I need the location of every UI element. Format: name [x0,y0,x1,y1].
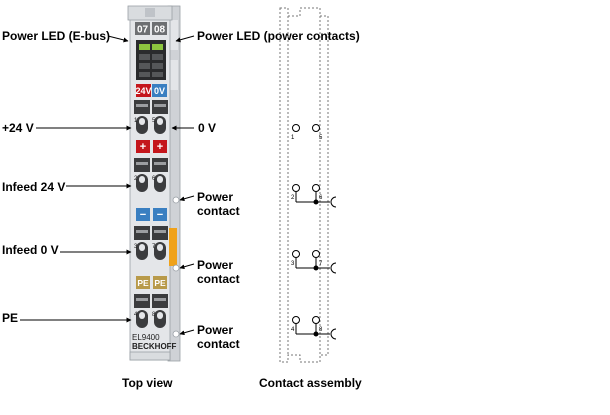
pe-badge-left [136,276,150,289]
led-power-contacts [152,44,163,50]
assembly-outline [279,7,329,363]
callout-arrows [20,35,195,336]
led-ebus [139,44,150,50]
label-infeed-24v: Infeed 24 V [2,180,66,194]
terminal-num-8: 8 [152,312,156,318]
channel-box-left [135,22,150,35]
terminal-num-2: 2 [134,176,138,182]
brand-text: BECKHOFF [132,342,177,351]
terminal-num-4: 4 [134,312,138,318]
pe-text-left: PE [137,278,149,288]
power-contact-notch-1 [172,196,180,204]
channel-number-right: 08 [154,25,166,36]
minus-sign-left: − [140,209,146,221]
badge-0v-text: 0V [154,86,165,96]
assembly-num-8: 8 [319,327,323,333]
label-pe: PE [2,311,19,325]
contact-pair-2-6: 2 6 [291,184,337,208]
label-power-led-ebus: Power LED (E-bus) [2,29,111,43]
terminal-num-6: 6 [152,176,156,182]
label-power-contact-1: Power contact [197,190,240,218]
terminal-row-2: 2 6 [134,158,168,192]
label-infeed-0v: Infeed 0 V [2,243,59,257]
arrow-power-contact-2 [179,263,195,270]
arrow-power-led-contacts [175,35,195,43]
pe-badge-right [153,276,167,289]
channel-box-right [152,22,167,35]
arrow-power-contact-1 [179,195,195,202]
arrow-power-led-ebus [107,35,129,43]
release-tab [169,228,177,266]
label-plus-24v: +24 V [2,121,34,135]
power-contact-notch-2 [172,264,180,272]
label-zero-v: 0 V [198,121,217,135]
terminal-num-1: 1 [134,118,138,124]
plus-badge-right [153,140,167,153]
badge-24v-text: 24V [135,86,151,96]
terminal-num-3: 3 [134,244,138,250]
model-text: EL9400 [132,333,160,342]
assembly-num-3: 3 [291,261,295,267]
terminal-num-5: 5 [152,118,156,124]
assembly-num-4: 4 [291,327,295,333]
assembly-num-6: 6 [319,195,323,201]
arrow-power-contact-3 [179,329,195,336]
badge-0v [152,84,167,97]
plus-sign-right: + [157,141,163,153]
caption-top-view: Top view [122,376,173,390]
terminal-row-4: 4 8 [134,294,168,328]
label-power-led-contacts: Power LED (power contacts) [197,29,360,43]
minus-badge-right [153,208,167,221]
plus-badge-left [136,140,150,153]
contact-pair-4-8: 4 8 [291,316,337,340]
channel-number-left: 07 [137,25,149,36]
badge-24v [136,84,151,97]
terminal-row-3: 3 7 [134,226,168,260]
caption-contact-assembly: Contact assembly [259,376,362,390]
contact-pair-3-7: 3 7 [291,250,337,274]
power-contact-notch-3 [172,330,180,338]
label-power-contact-3: Power contact [197,323,240,351]
contact-pair-1-5: 1 5 [291,124,323,141]
assembly-num-1: 1 [291,135,295,141]
terminal-num-7: 7 [152,244,156,250]
minus-badge-left [136,208,150,221]
assembly-num-5: 5 [319,135,323,141]
terminal-row-1: 1 5 [134,100,168,134]
contact-assembly: 1 5 2 6 3 7 [279,7,337,363]
minus-sign-right: − [157,209,163,221]
label-power-contact-2: Power contact [197,258,240,286]
plus-sign-left: + [140,141,146,153]
pe-text-right: PE [154,278,166,288]
terminal-module: 07 08 24V 0V 1 5 [127,5,181,362]
assembly-num-2: 2 [291,195,295,201]
assembly-num-7: 7 [319,261,323,267]
